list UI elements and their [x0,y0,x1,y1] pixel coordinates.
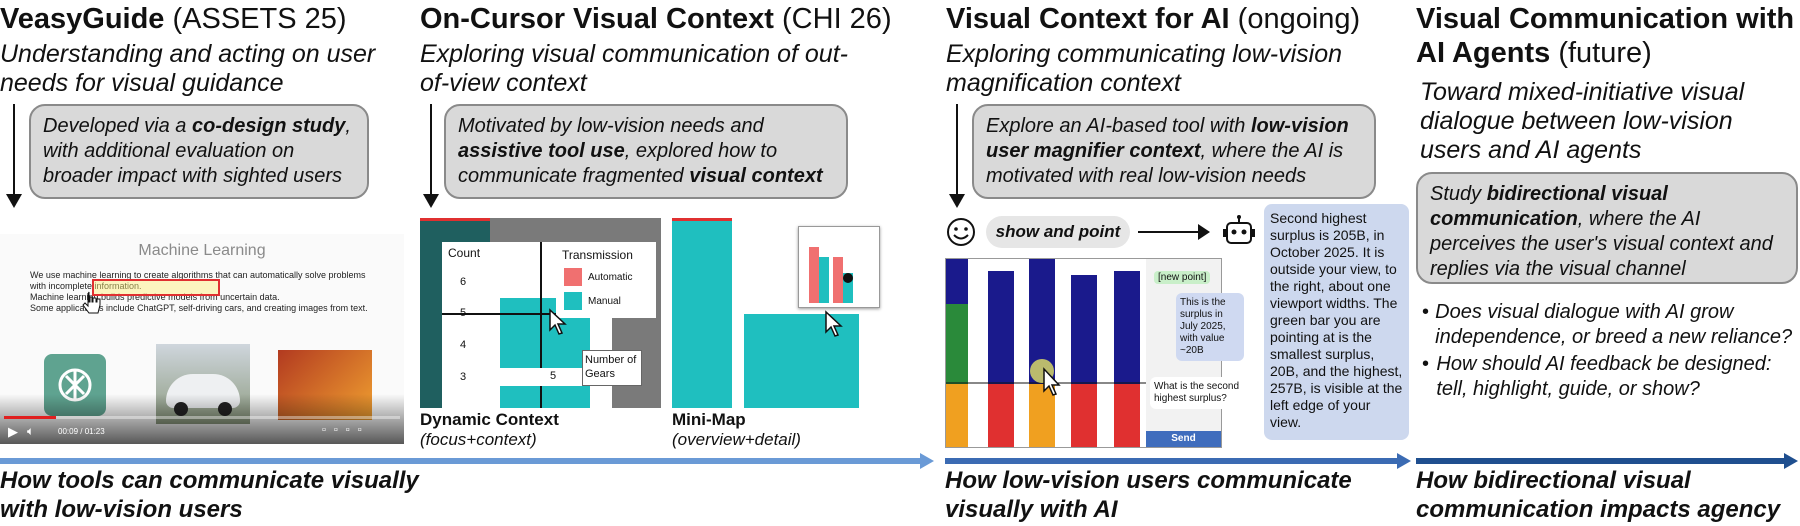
col3-title: Visual Context for AI (ongoing) [946,3,1361,35]
mouse-cursor-icon [825,310,843,337]
user-chat-message: This is the surplus in July 2025, with v… [1176,293,1244,361]
minimap-caption: Mini-Map(overview+detail) [672,410,801,449]
magnified-bars [946,259,1221,447]
col1-outcome: How tools can communicate visually with … [0,467,419,523]
col4-bubble: Study bidirectional visual communication… [1416,172,1798,284]
question-input[interactable]: What is the second highest surplus? [1150,377,1268,409]
highlight-box [92,279,220,296]
ai-reply-message: Second highest surplus is 205B, in Octob… [1264,204,1409,440]
mouse-cursor-icon [549,308,567,335]
question-item: •Does visual dialogue with AI grow indep… [1422,301,1793,348]
question-item: •How should AI feedback be designed: tel… [1422,353,1772,400]
minimap-inset[interactable] [798,226,880,308]
hand-cursor-icon [82,291,101,314]
chat-panel: [new point] This is the surplus in July … [1146,259,1268,447]
col3-bubble: Explore an AI-based tool with low-vision… [972,104,1376,199]
col4-outcome: How bidirectional visual communication i… [1416,467,1781,523]
play-icon[interactable]: ▶ [8,424,18,439]
volume-icon[interactable]: 🔈︎ [27,424,35,438]
col3-down-arrow [949,104,965,208]
transmission-legend: Transmission Automatic Manual [556,242,656,318]
slide-bullets: We use machine learning to create algori… [30,270,375,314]
col1-subtitle: Understanding and acting on user needs f… [0,40,376,97]
user-smiley-icon [947,218,975,246]
video-options-icon[interactable]: ▫▫▫▫ [322,424,370,436]
col2-bubble: Motivated by low-vision needs and assist… [444,104,848,199]
slide-bullet: Machine learning builds predictive model… [30,292,280,302]
col4-title: Visual Communication with AI Agents (fut… [1416,3,1795,69]
col2-down-arrow [423,104,439,208]
veasyguide-screenshot: Machine Learning We use machine learning… [0,234,404,444]
col4-subtitle: Toward mixed-initiative visual dialogue … [1420,78,1745,164]
show-and-point-pill: show and point [986,216,1130,248]
to-ai-arrow [1138,231,1202,233]
dynamic-context-caption: Dynamic Context(focus+context) [420,410,559,449]
progress-arrow-3 [1416,458,1784,464]
col2-title: On-Cursor Visual Context (CHI 26) [420,3,892,35]
progress-arrow-1 [0,458,920,464]
robot-icon [1223,215,1255,244]
col1-title: VeasyGuide (ASSETS 25) [0,3,347,35]
gears-label: Number of Gears [582,350,642,386]
slide-title: Machine Learning [138,242,266,259]
video-time: 00:09 / 01:23 [58,427,105,436]
video-controls-bar [0,394,404,444]
col1-bubble: Developed via a co-design study, with ad… [29,104,369,199]
magnified-chart-view: [new point] This is the surplus in July … [945,258,1268,448]
col2-subtitle: Exploring visual communication of out-of… [420,40,848,97]
col1-down-arrow [6,104,22,208]
send-button[interactable]: Send [1146,431,1221,447]
count-label: Count [448,246,481,260]
col3-subtitle: Exploring communicating low-vision magni… [946,40,1342,97]
slide-bullet: We use machine learning to create algori… [30,270,366,291]
progress-arrow-2 [945,458,1397,464]
new-point-tag: [new point] [1154,271,1211,284]
slide-bullet: Some applications include ChatGPT, self-… [30,303,368,313]
video-progress[interactable] [4,416,56,419]
open-questions-list: •Does visual dialogue with AI grow indep… [1422,300,1798,402]
col3-outcome: How low-vision users communicate visuall… [945,467,1352,523]
dynamic-context-view: Count 6 5 4 3 5 Transmission Automatic M… [420,218,661,408]
minimap-view [672,218,882,408]
